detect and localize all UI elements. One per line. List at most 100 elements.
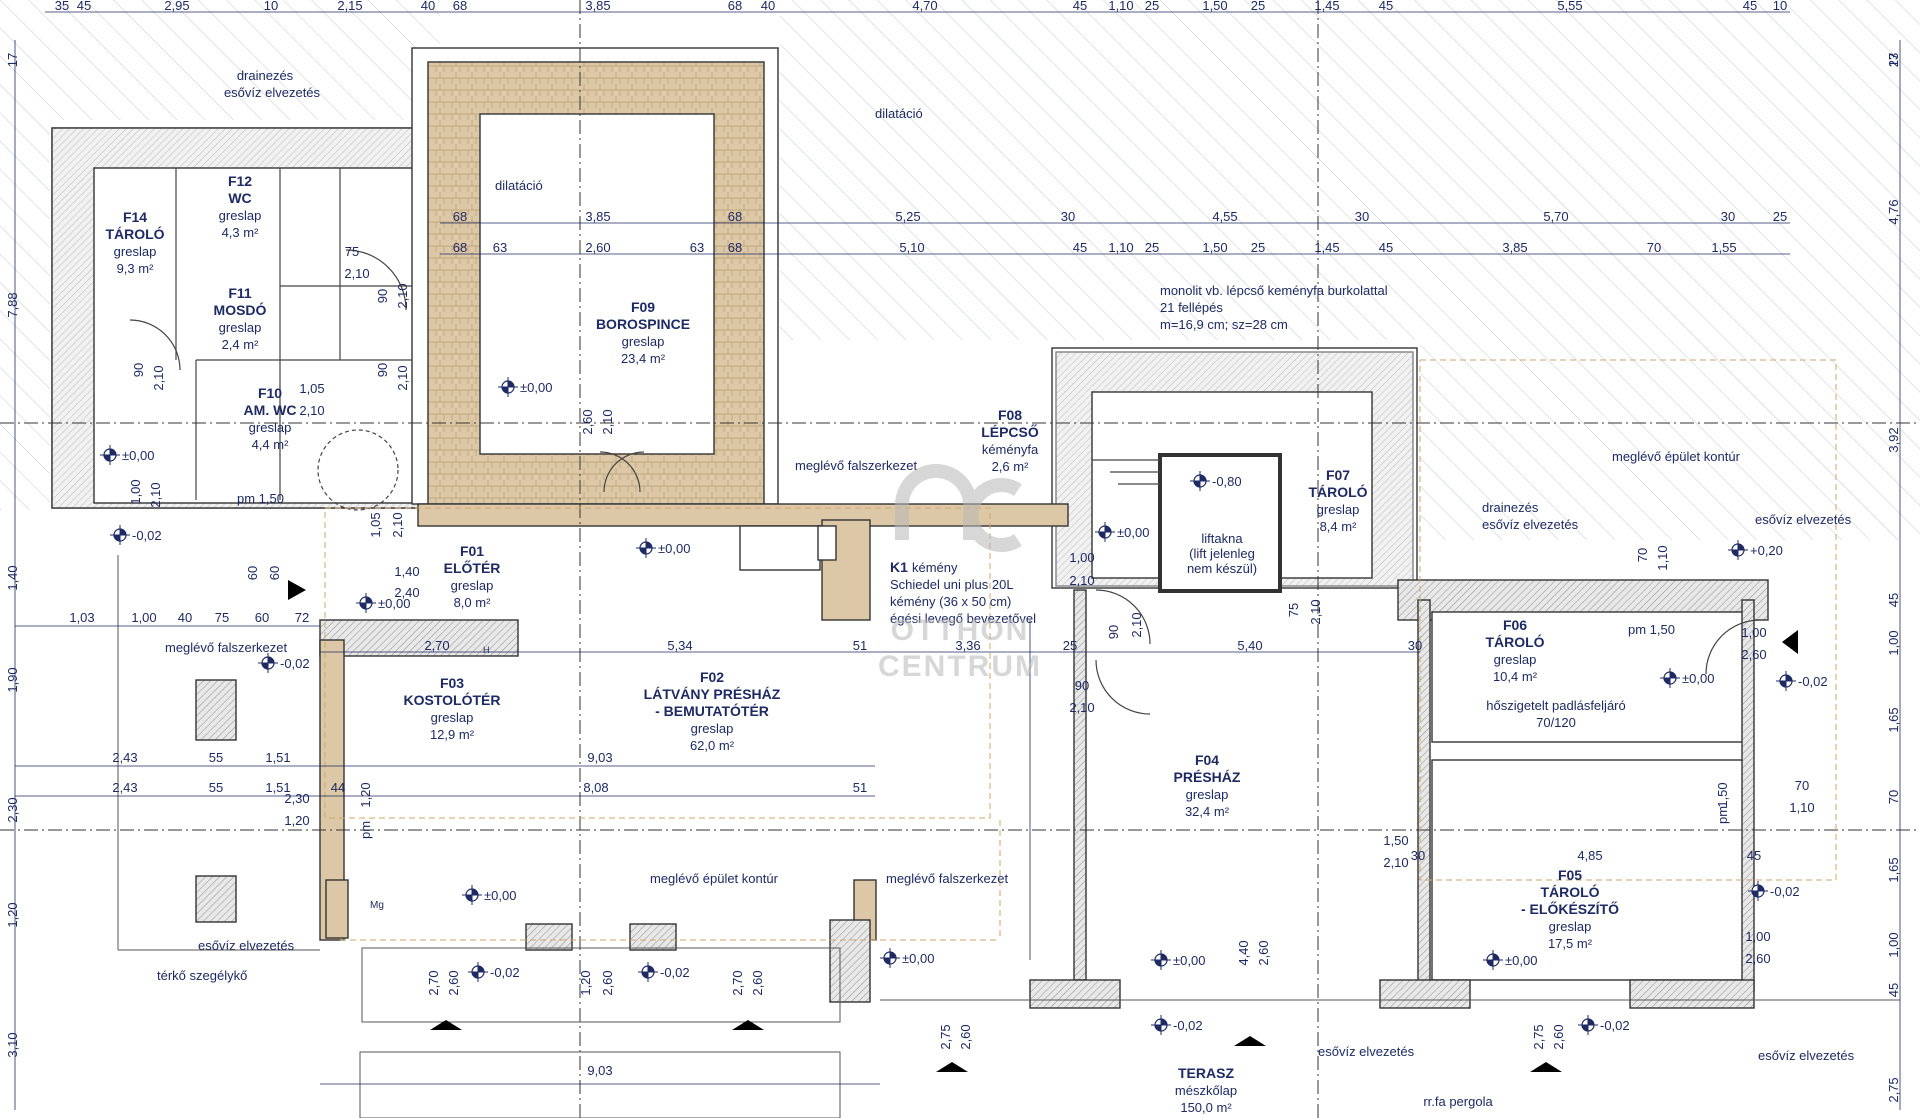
vertical-dimension-label: 1,10 xyxy=(1655,545,1670,570)
room-floor: greslap xyxy=(1186,787,1229,802)
note-rain-bottom-right: esővíz elvezetés xyxy=(1758,1048,1855,1063)
vertical-dimension-label: 1,65 xyxy=(1886,857,1901,882)
level-value: -0,02 xyxy=(1798,674,1828,689)
vertical-dimension-label: 2,60 xyxy=(1256,940,1271,965)
dims-row2-label: 63 xyxy=(493,240,507,255)
room-id: F01 xyxy=(460,543,484,559)
room-f02-floor: greslap xyxy=(691,721,734,736)
vertical-dimension-label: 1,40 xyxy=(5,565,20,590)
room-floor: greslap xyxy=(1549,919,1592,934)
level-value: ±0,00 xyxy=(1682,671,1714,686)
vertical-dimension-label: 1,50 xyxy=(1715,782,1730,807)
dimension-label: 2,60 xyxy=(1741,647,1766,662)
dims-left-row-label: 1,00 xyxy=(131,610,156,625)
dims-row2-label: 25 xyxy=(1145,240,1159,255)
terrace-floor: mészkőlap xyxy=(1175,1083,1237,1098)
dims-top-label: 45 xyxy=(1379,0,1393,13)
level-marker: -0,02 xyxy=(638,962,690,982)
room-f02-name-2: - BEMUTATÓTÉR xyxy=(655,702,769,719)
pergola-note: rr.fa pergola xyxy=(1423,1094,1493,1109)
level-value: ±0,00 xyxy=(658,541,690,556)
dims-top-label: 2,95 xyxy=(164,0,189,13)
vertical-dimension-label: 2,60 xyxy=(580,409,595,434)
room-name: WC xyxy=(228,190,251,206)
level-marker: -0,02 xyxy=(1776,671,1828,691)
room-f02-id: F02 xyxy=(700,669,724,685)
room-area: 23,4 m² xyxy=(621,351,666,366)
vertical-dimension-label: 2,10 xyxy=(395,365,410,390)
section-marker-b5 xyxy=(1530,1062,1562,1072)
dimension-label: 1,10 xyxy=(1789,800,1814,815)
dims-left-row-label: 75 xyxy=(215,610,229,625)
room-area: 12,9 m² xyxy=(430,727,475,742)
note-chimney-2: Schiedel uni plus 20L xyxy=(890,577,1014,592)
level-marker: -0,02 xyxy=(468,962,520,982)
dims-row-mid1-label: 9,03 xyxy=(587,750,612,765)
vertical-dimension-label: 1,00 xyxy=(1886,630,1901,655)
room-f02-name-1: LÁTVÁNY PRÉSHÁZ xyxy=(644,686,781,702)
vertical-dimension-label: 1,65 xyxy=(1886,707,1901,732)
section-markers xyxy=(288,580,1798,1072)
terrace-label: TERASZ mészkőlap 150,0 m² rr.fa pergola xyxy=(1175,1065,1494,1115)
dimension-label: 2,10 xyxy=(1069,700,1094,715)
dims-left-row-label: 60 xyxy=(255,610,269,625)
section-marker-b1 xyxy=(430,1020,462,1030)
note-drain-top-2: esővíz elvezetés xyxy=(224,85,321,100)
level-marker: ±0,00 xyxy=(498,377,552,397)
room-name: TÁROLÓ xyxy=(1308,483,1367,500)
room-id: F07 xyxy=(1326,467,1350,483)
vertical-dimension-label: 17 xyxy=(5,53,20,67)
room-name: ELŐTÉR xyxy=(444,559,501,576)
level-marker: ±0,00 xyxy=(1095,522,1149,542)
dimension-label: 2,30 xyxy=(284,791,309,806)
room-floor: greslap xyxy=(114,244,157,259)
level-value: ±0,00 xyxy=(122,448,154,463)
level-marker: ±0,00 xyxy=(462,885,516,905)
note-chimney-id: K1 xyxy=(890,559,908,575)
dims-row2-label: 5,10 xyxy=(899,240,924,255)
dims-row-mid2-label: 44 xyxy=(331,780,345,795)
dims-row-entry-label: 2,70 xyxy=(424,638,449,653)
room-name: TÁROLÓ xyxy=(1540,883,1599,900)
dims-row2-label: 2,60 xyxy=(585,240,610,255)
dims-top-label: 40 xyxy=(421,0,435,13)
note-rain-bottom-mid: esővíz elvezetés xyxy=(1318,1044,1415,1059)
watermark-line2: CENTRUM xyxy=(878,650,1042,683)
level-value: -0,02 xyxy=(280,656,310,671)
vertical-dimension-label: 2,60 xyxy=(958,1024,973,1049)
vertical-dimension-label: 2,10 xyxy=(390,512,405,537)
dims-top-label: 40 xyxy=(761,0,775,13)
walls xyxy=(51,47,1769,1009)
level-marker: -0,02 xyxy=(110,525,162,545)
level-marker: -0,02 xyxy=(1151,1015,1203,1035)
dims-row1-label: 30 xyxy=(1061,209,1075,224)
level-markers: ±0,00±0,00-0,02±0,00±0,00-0,02±0,00-0,80… xyxy=(100,377,1828,1035)
dimension-label: 70 xyxy=(1795,778,1809,793)
dims-row-mid1-label: 1,51 xyxy=(265,750,290,765)
room-name: MOSDÓ xyxy=(214,301,267,318)
dims-left-row-label: 72 xyxy=(295,610,309,625)
room-id: F05 xyxy=(1558,867,1582,883)
vertical-dimension-label: 4,76 xyxy=(1886,199,1901,224)
room-floor: kéményfa xyxy=(982,442,1039,457)
vertical-dimension-label: 2,10 xyxy=(148,482,163,507)
level-marker: ±0,00 xyxy=(1151,950,1205,970)
dimension-label: 1,50 xyxy=(1383,833,1408,848)
dims-row2-label: 25 xyxy=(1251,240,1265,255)
dimension-label: 9,03 xyxy=(587,1063,612,1078)
vertical-dimension-label: 1,90 xyxy=(5,667,20,692)
dimension-lines xyxy=(14,11,1901,1110)
partitions xyxy=(129,168,1761,715)
dims-row1-label: 30 xyxy=(1721,209,1735,224)
dims-row2-label: 68 xyxy=(453,240,467,255)
vertical-dimension-label: 23 xyxy=(1886,53,1901,67)
dims-top-label: 25 xyxy=(1251,0,1265,13)
note-wall-1: meglévő falszerkezet xyxy=(795,458,917,473)
level-marker: ±0,00 xyxy=(356,593,410,613)
dims-top-label: 2,15 xyxy=(337,0,362,13)
dims-row2-label: 68 xyxy=(728,240,742,255)
dims-top-label: 10 xyxy=(264,0,278,13)
